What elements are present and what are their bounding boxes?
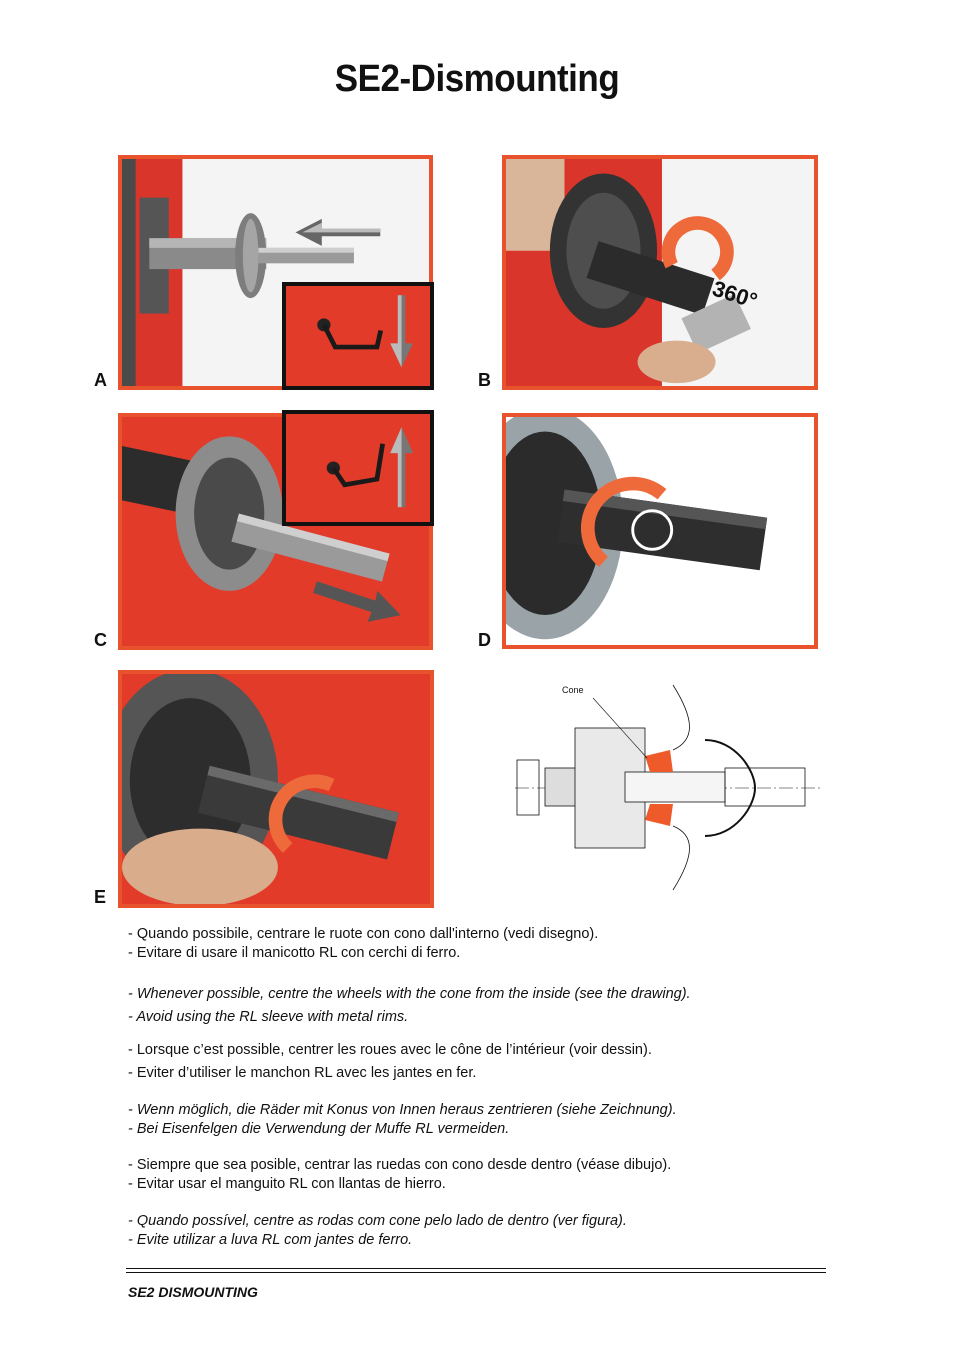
text-english-line-2: - Avoid using the RL sleeve with metal r… <box>128 1009 409 1025</box>
figure-d-label: D <box>478 630 491 650</box>
text-german: - Wenn möglich, die Räder mit Konus von … <box>128 1101 677 1139</box>
text-french-line-1: - Lorsque c’est possible, centrer les ro… <box>128 1042 652 1058</box>
figure-c-label: C <box>94 630 107 650</box>
figure-b-photo <box>502 155 818 390</box>
text-english: - Whenever possible, centre the wheels w… <box>128 985 691 1027</box>
text-english-line-1: - Whenever possible, centre the wheels w… <box>128 986 691 1002</box>
text-german-line-2: - Bei Eisenfelgen die Verwendung der Muf… <box>128 1121 510 1137</box>
footer-rule-top <box>126 1268 826 1269</box>
page-footer: SE2 DISMOUNTING <box>128 1284 258 1300</box>
text-italian: - Quando possibile, centrare le ruote co… <box>128 925 598 963</box>
figure-a-photo <box>118 155 433 390</box>
figure-e-photo <box>118 670 434 908</box>
text-portuguese-line-1: - Quando possível, centre as rodas com c… <box>128 1213 627 1229</box>
footer-rule-bottom <box>126 1272 826 1273</box>
text-spanish-line-1: - Siempre que sea posible, centrar las r… <box>128 1157 672 1173</box>
figure-e-label: E <box>94 887 107 907</box>
text-german-line-1: - Wenn möglich, die Räder mit Konus von … <box>128 1102 677 1118</box>
figure-a-inset <box>282 282 434 390</box>
text-portuguese: - Quando possível, centre as rodas com c… <box>128 1212 627 1250</box>
text-french: - Lorsque c’est possible, centrer les ro… <box>128 1041 652 1083</box>
text-italian-line-2: - Evitare di usare il manicotto RL con c… <box>128 945 461 961</box>
figure-b-label: B <box>478 370 491 390</box>
text-spanish: - Siempre que sea posible, centrar las r… <box>128 1156 671 1194</box>
figure-c-photo <box>118 413 433 650</box>
figure-a-label: A <box>94 370 107 390</box>
cone-cross-section-drawing <box>505 680 825 895</box>
page-title: SE2-Dismounting <box>334 58 620 100</box>
text-italian-line-1: - Quando possibile, centrare le ruote co… <box>128 926 599 942</box>
cone-label: Cone <box>562 685 584 695</box>
figure-c-inset <box>282 410 434 526</box>
text-french-line-2: - Eviter d’utiliser le manchon RL avec l… <box>128 1065 477 1081</box>
text-portuguese-line-2: - Evite utilizar a luva RL com jantes de… <box>128 1232 413 1248</box>
figure-d-photo <box>502 413 818 649</box>
text-spanish-line-2: - Evitar usar el manguito RL con llantas… <box>128 1176 446 1192</box>
